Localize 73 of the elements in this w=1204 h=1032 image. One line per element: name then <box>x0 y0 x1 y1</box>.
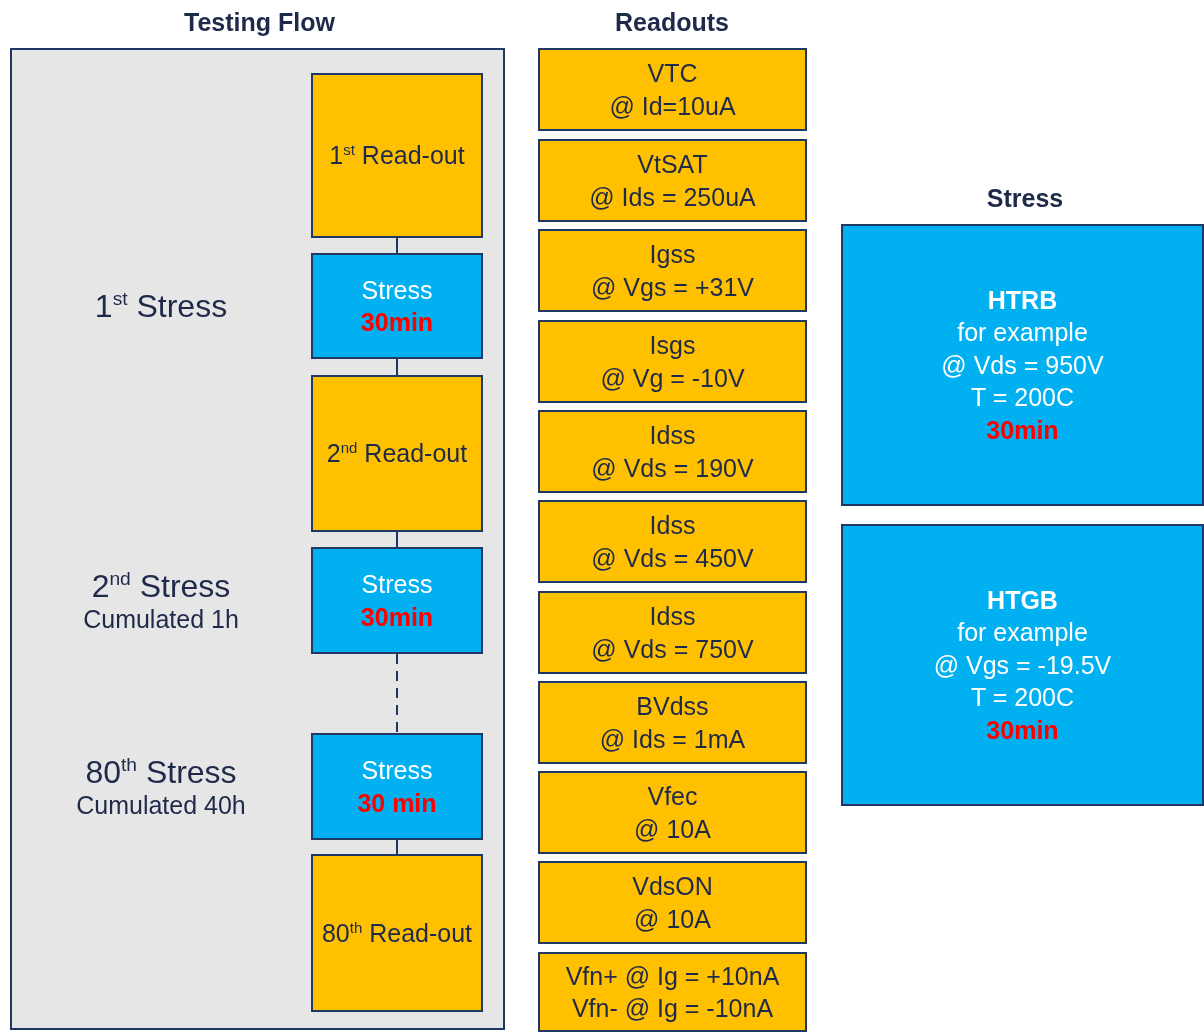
stress-label: @ Vds = 950V <box>941 349 1104 381</box>
readout-label: VtSAT <box>637 149 708 180</box>
readout-box <box>311 375 483 532</box>
readout-label: @ Vds = 450V <box>591 542 754 574</box>
stress-box <box>311 253 483 359</box>
test-name: HTRB <box>987 284 1058 316</box>
readout-label: 1$^{st}$ Read-out <box>329 139 465 172</box>
readout-label: @ Vg = -10V <box>600 362 745 394</box>
stress-label: T = 200C <box>970 382 1075 414</box>
readout-box <box>538 591 807 674</box>
readout-label: @ Vds = 750V <box>591 633 754 665</box>
stress-step-label: 80$^{th}$ Stress <box>85 753 237 791</box>
readout-label: 2$^{nd}$ Read-out <box>326 437 468 470</box>
stress-label: T = 200C <box>970 682 1075 714</box>
readout-label: @ 10A <box>634 903 711 935</box>
readout-label: Vfn- @ Ig = -10nA <box>571 993 774 1024</box>
duration-label: 30min <box>360 601 434 633</box>
readout-box <box>538 48 807 131</box>
duration-label: 30min <box>986 714 1059 746</box>
duration-label: 30 min <box>357 787 437 819</box>
readout-label: @ Id=10uA <box>609 90 736 122</box>
duration-label: 30min <box>986 414 1059 446</box>
connector-line <box>396 237 398 254</box>
stress-box <box>311 733 483 840</box>
duration-label: 30min <box>360 307 434 338</box>
readout-box <box>538 410 807 493</box>
readout-label: Idss <box>649 510 696 541</box>
stress-label: Stress <box>361 755 433 786</box>
readout-box <box>311 73 483 238</box>
readout-box <box>538 139 807 222</box>
readout-label: @ 10A <box>634 813 711 845</box>
cumulated-time-label: Cumulated 40h <box>76 790 246 820</box>
readout-label: Idss <box>649 601 696 632</box>
readout-label: Isgs <box>649 330 696 361</box>
readout-label: @ Ids = 250uA <box>589 181 756 213</box>
connector-line <box>396 358 398 376</box>
stress-condition-box <box>841 524 1204 806</box>
readout-label: Idss <box>649 420 696 451</box>
readout-label: BVdss <box>636 691 709 722</box>
connector-line <box>396 531 398 548</box>
readout-label: @ Vgs = +31V <box>591 271 754 303</box>
readout-label: @ Ids = 1mA <box>599 723 746 755</box>
column-heading: Readouts <box>615 8 729 37</box>
readout-box <box>538 500 807 583</box>
panel-heading: Testing Flow <box>184 8 335 37</box>
stress-label: @ Vgs = -19.5V <box>933 649 1112 681</box>
stress-step-label: 2$^{nd}$ Stress <box>91 567 231 605</box>
readout-label: 80$^{th}$ Read-out <box>321 917 473 949</box>
readout-label: Igss <box>649 239 696 270</box>
readout-box <box>311 854 483 1012</box>
stress-condition-box <box>841 224 1204 506</box>
test-name: HTGB <box>987 584 1058 616</box>
readout-box <box>538 229 807 312</box>
readout-label: Vfec <box>647 781 698 812</box>
stress-label: for example <box>957 617 1088 649</box>
stress-label: Stress <box>361 569 433 600</box>
connector-line <box>396 653 398 734</box>
stress-label: Stress <box>361 274 433 306</box>
readout-label: Vfn+ @ Ig = +10nA <box>565 960 780 992</box>
readout-label: VTC <box>647 58 698 89</box>
connector-line <box>396 839 398 855</box>
cumulated-time-label: Cumulated 1h <box>83 604 239 634</box>
stress-label: for example <box>957 317 1088 349</box>
stress-box <box>311 547 483 654</box>
column-heading: Stress <box>986 184 1064 213</box>
readout-label: @ Vds = 190V <box>591 452 754 484</box>
readout-box <box>538 952 807 1032</box>
readout-label: VdsON <box>632 871 713 902</box>
readout-box <box>538 681 807 764</box>
readout-box <box>538 861 807 944</box>
stress-step-label: 1$^{st}$ Stress <box>94 287 228 325</box>
readout-box <box>538 320 807 403</box>
readout-box <box>538 771 807 854</box>
